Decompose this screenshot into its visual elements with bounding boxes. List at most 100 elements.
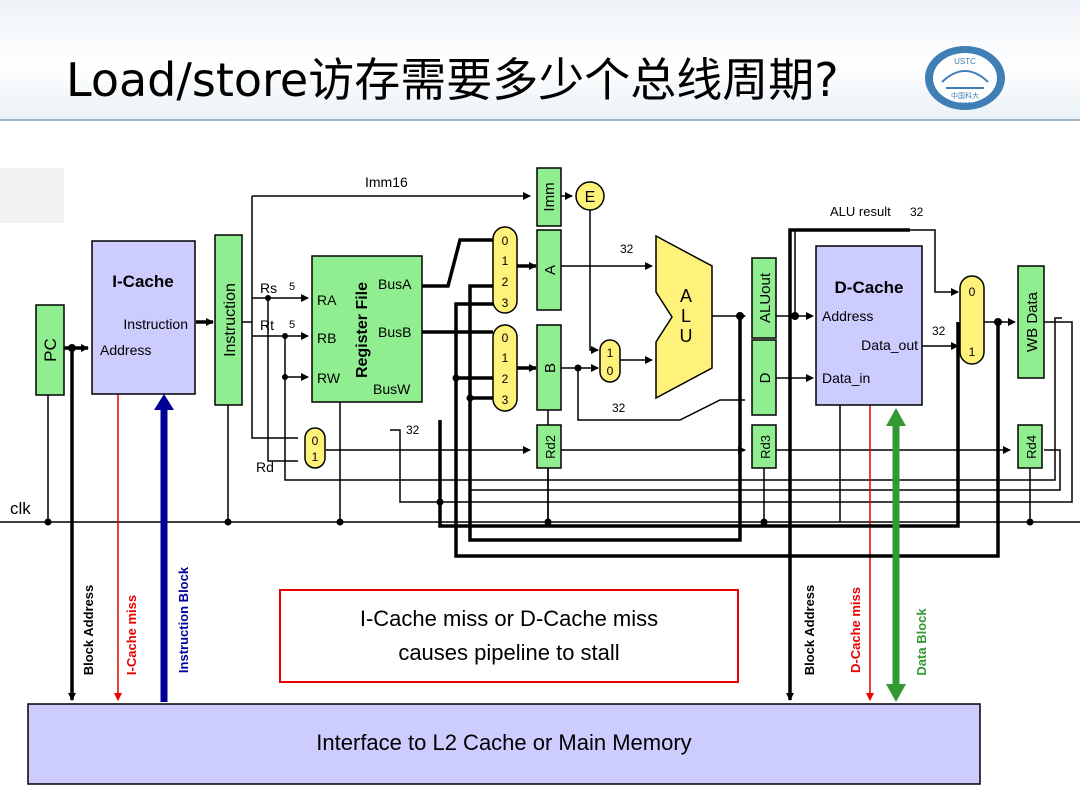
rd3-register — [751, 424, 777, 469]
memory-interface-label: Interface to L2 Cache or Main Memory — [316, 730, 691, 755]
imm16-label: Imm16 — [365, 174, 408, 190]
icache-block — [91, 240, 196, 395]
imm-register-label: Imm — [541, 182, 558, 211]
b-forward-mux — [492, 324, 518, 412]
logo-text-cn: 中国科大 — [951, 91, 979, 100]
aluout-label: ALUout — [757, 272, 774, 323]
slide-title: Load/store访存需要多少个总线周期? — [66, 53, 839, 107]
a-mux-in3: 3 — [502, 296, 509, 310]
rd-mux-in1: 1 — [312, 450, 319, 464]
rd-mux — [304, 427, 326, 469]
rb-port: RB — [317, 330, 336, 346]
logo-year: 1958 — [959, 102, 970, 108]
wb-mux-in1: 1 — [969, 345, 976, 359]
rd4-label: Rd4 — [1024, 435, 1039, 459]
a-forward-mux — [492, 226, 518, 314]
stall-note-line1: I-Cache miss or D-Cache miss — [360, 606, 658, 631]
alu-mux-in0: 0 — [607, 364, 614, 378]
rd2-label: Rd2 — [543, 435, 558, 459]
rs-width: 5 — [289, 281, 295, 293]
dcache-data-in-port: Data_in — [822, 370, 870, 386]
alu-letter-u: U — [680, 326, 693, 346]
rd-label: Rd — [256, 459, 274, 475]
b-mux-in3: 3 — [502, 393, 509, 407]
d-register — [751, 339, 777, 416]
block-address-right-label: Block Address — [802, 585, 817, 676]
alu-letter-a: A — [680, 286, 692, 306]
busa-port: BusA — [378, 276, 412, 292]
logo-text: USTC — [954, 57, 976, 66]
rd-mux-in0: 0 — [312, 434, 319, 448]
rs-label: Rs — [260, 280, 277, 296]
junction-dots — [44, 295, 1034, 526]
instruction-register — [214, 234, 243, 406]
b-width: 32 — [612, 401, 626, 415]
pc-label: PC — [41, 338, 60, 362]
memory-interface — [27, 703, 981, 785]
instruction-block-arrowhead — [154, 394, 174, 410]
b-mux-in1: 1 — [502, 351, 509, 365]
pipeline-diagram: PC I-Cache Instruction Address Instructi… — [0, 167, 1080, 785]
thick-wires — [64, 228, 1000, 701]
alu-letter-l: L — [681, 306, 691, 326]
rt-label: Rt — [260, 317, 274, 333]
data-block-arrow-down — [886, 684, 906, 702]
thin-wires — [0, 192, 1080, 701]
wb-mux-in0: 0 — [969, 285, 976, 299]
rd2-register — [536, 424, 562, 469]
register-file — [311, 255, 423, 403]
data-block-label: Data Block — [914, 608, 929, 676]
a-mux-in0: 0 — [502, 234, 509, 248]
data-out-width: 32 — [932, 324, 946, 338]
wb-mux — [959, 275, 985, 365]
alu — [655, 234, 713, 400]
icache-title: I-Cache — [112, 272, 173, 291]
stall-note-box — [279, 589, 739, 683]
alu-mux-in1: 1 — [607, 346, 614, 360]
block-address-left-label: Block Address — [81, 585, 96, 676]
instruction-register-label: Instruction — [222, 283, 239, 357]
icache-address-port: Address — [100, 342, 151, 358]
dcache-address-port: Address — [822, 308, 873, 324]
busb-port: BusB — [378, 324, 411, 340]
ustc-logo-icon: USTC 中国科大 1958 — [925, 46, 1005, 110]
imm-register — [536, 167, 562, 227]
a-register — [536, 229, 562, 311]
pc-register — [35, 304, 65, 396]
ra-port: RA — [317, 292, 337, 308]
dcache-block — [815, 245, 923, 406]
b-mux-in2: 2 — [502, 372, 509, 386]
rd4-register — [1017, 424, 1043, 469]
icache-instruction-port: Instruction — [123, 316, 188, 332]
extender-label: E — [585, 189, 596, 206]
dcache-data-out-port: Data_out — [861, 337, 918, 353]
a-mux-in2: 2 — [502, 275, 509, 289]
a-mux-in1: 1 — [502, 254, 509, 268]
rt-width: 5 — [289, 319, 295, 331]
faint-panel — [0, 168, 64, 223]
icache-miss-label: I-Cache miss — [124, 595, 139, 675]
wb-data-register — [1017, 265, 1045, 379]
alu-result-label: ALU result — [830, 204, 891, 219]
clk-label: clk — [10, 499, 31, 518]
data-block-arrow-up — [886, 408, 906, 426]
dcache-title: D-Cache — [835, 278, 904, 297]
busw-width: 32 — [406, 423, 420, 437]
b-register — [536, 324, 562, 411]
wb-data-label: WB Data — [1024, 291, 1041, 352]
d-register-label: D — [757, 372, 774, 383]
b-register-label: B — [542, 363, 559, 373]
title-divider — [0, 119, 1080, 121]
rw-port: RW — [317, 370, 341, 386]
busw-port: BusW — [373, 381, 411, 397]
alu-result-width: 32 — [910, 205, 924, 219]
aluout-register — [751, 257, 777, 339]
rd3-label: Rd3 — [758, 435, 773, 459]
dcache-miss-label: D-Cache miss — [848, 587, 863, 673]
register-file-title: Register File — [354, 282, 371, 378]
b-mux-in0: 0 — [502, 331, 509, 345]
instruction-block-label: Instruction Block — [176, 566, 191, 673]
a-register-label: A — [542, 265, 559, 275]
alu-b-mux — [599, 339, 621, 383]
a-width: 32 — [620, 242, 634, 256]
